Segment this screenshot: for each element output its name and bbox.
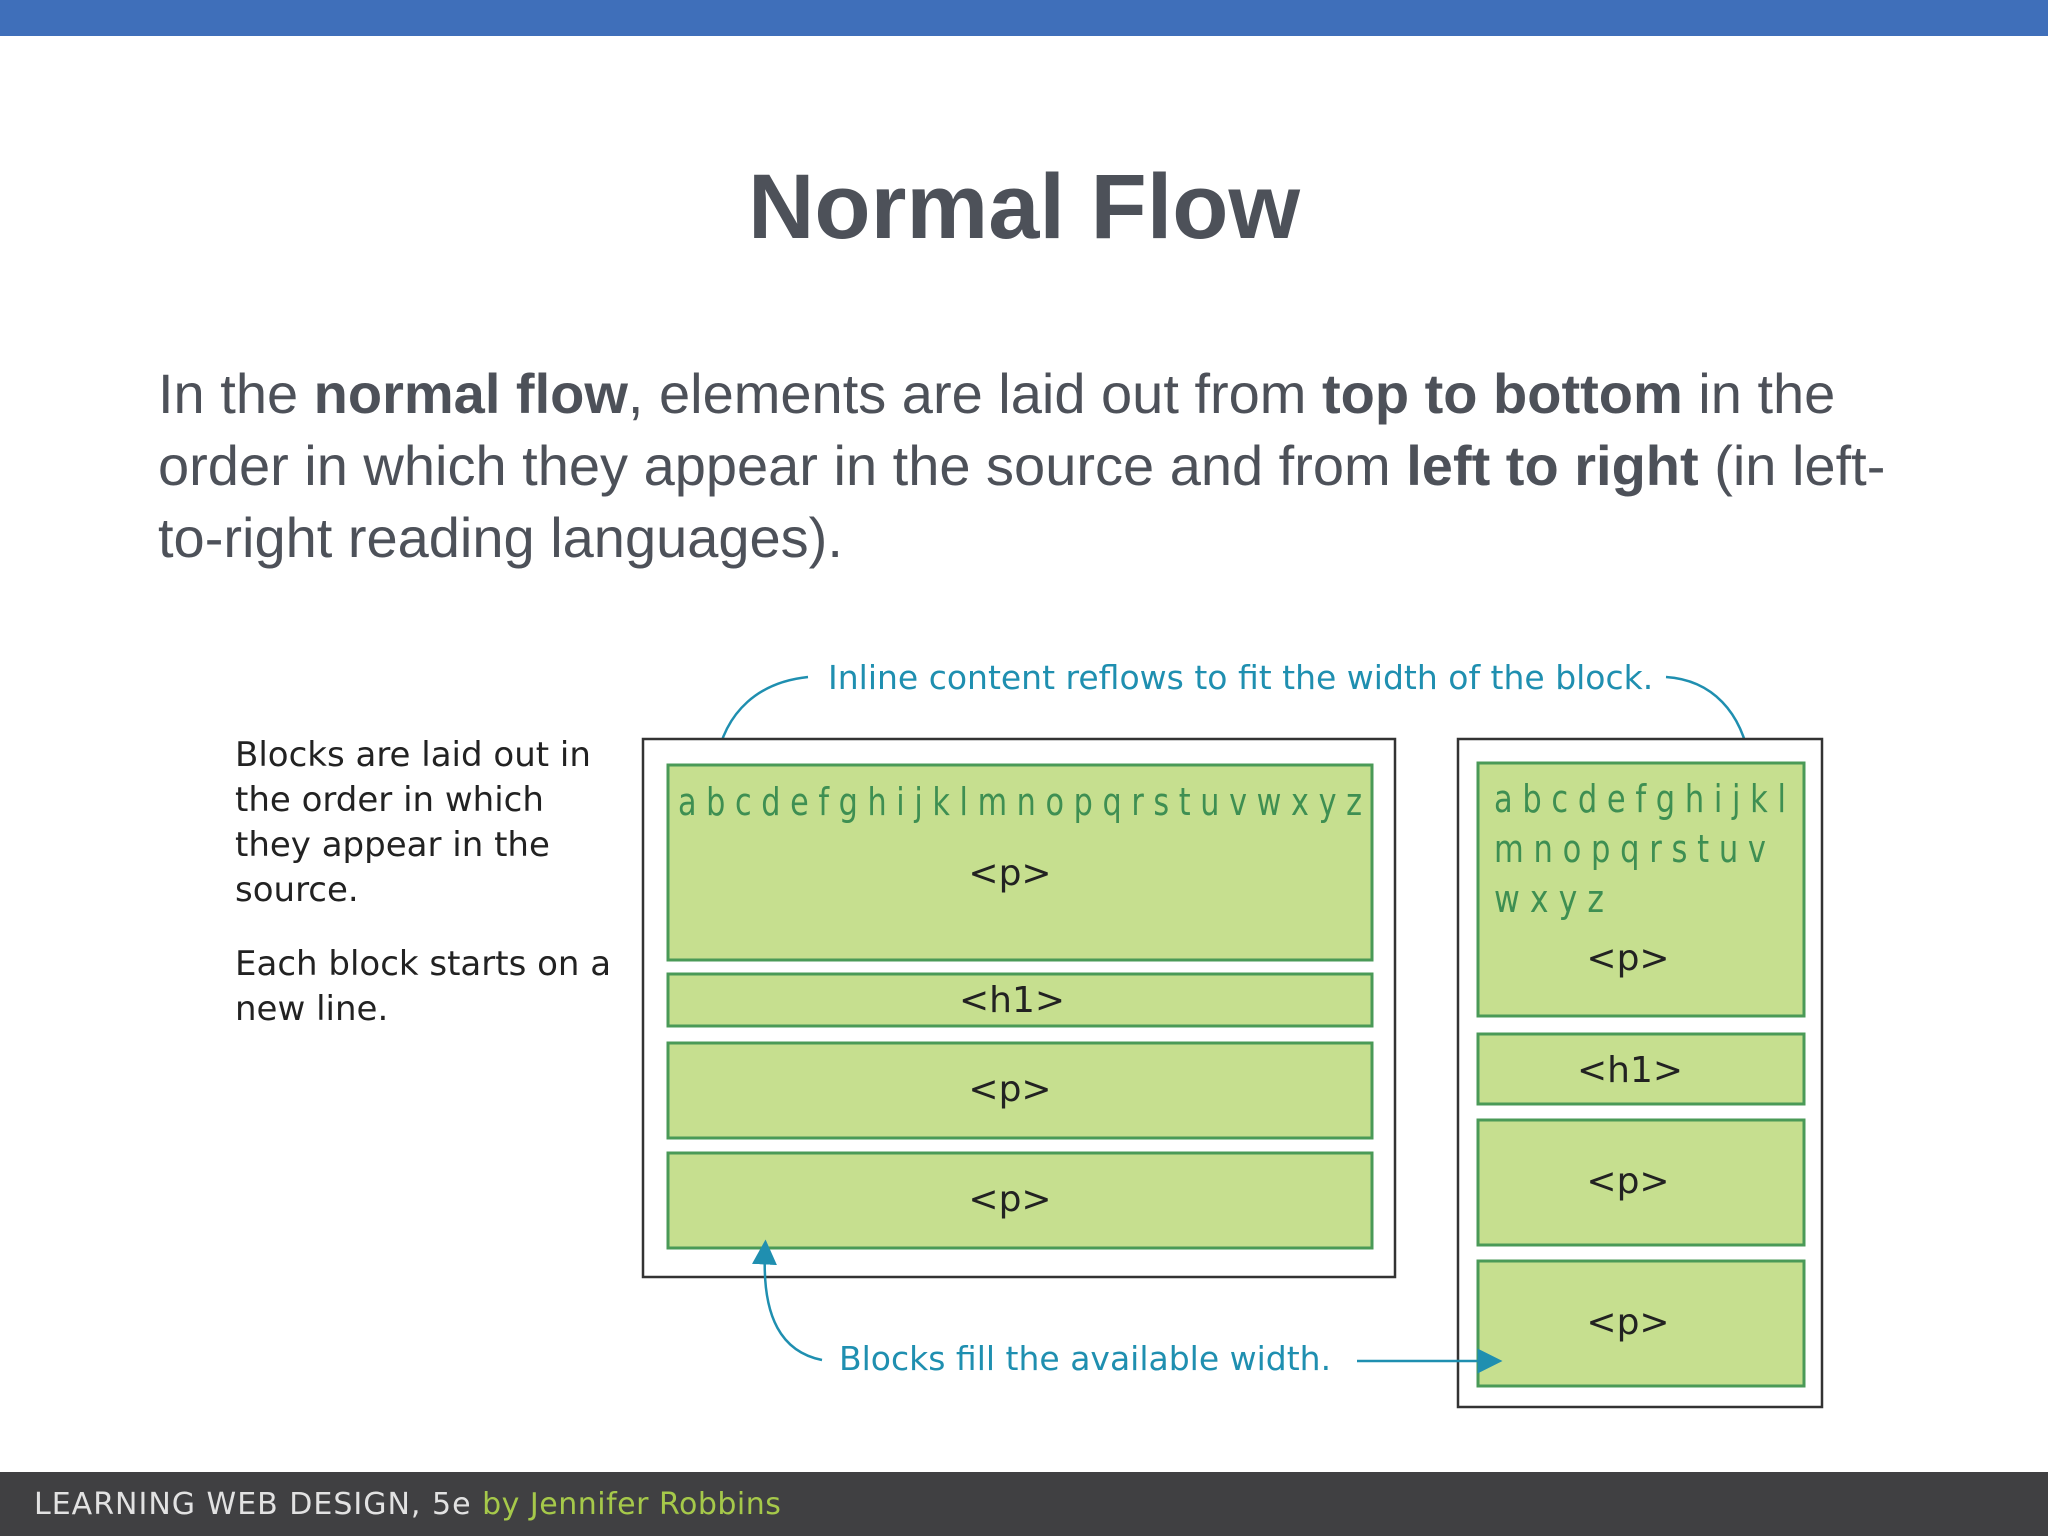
top-accent-bar (0, 0, 2048, 36)
callout-bottom: Blocks fill the available width. (839, 1339, 1331, 1378)
narrow-p-label-1: <p> (1586, 938, 1669, 979)
narrow-alphabet-line-2: m n o p q r s t u v (1494, 827, 1766, 871)
narrow-p-block-3 (1476, 1259, 1806, 1388)
wide-h1-label: <h1> (959, 980, 1065, 1021)
narrow-alphabet-line-1: a b c d e f g h i j k l (1494, 777, 1786, 821)
footer-credit: LEARNING WEB DESIGN, 5e by Jennifer Robb… (34, 1487, 781, 1522)
side-note-line-6: new line. (235, 989, 388, 1029)
footer-bar (0, 1472, 2048, 1536)
intro-paragraph: In the normal flow, elements are laid ou… (158, 358, 1918, 574)
intro-text-4: (in left-to-right reading languages). (158, 434, 1886, 569)
narrow-p-block-1 (1476, 761, 1806, 1018)
wide-p-label-3: <p> (968, 1179, 1051, 1220)
wide-alphabet: a b c d e f g h i j k l m n o p q r s t … (678, 780, 1362, 824)
wide-p-block-1 (666, 763, 1374, 962)
slide-title: Normal Flow (747, 156, 1301, 258)
callout-bottom-left-arrow (751, 1239, 823, 1362)
narrow-h1-block (1476, 1032, 1806, 1106)
narrow-p-label-3: <p> (1586, 1302, 1669, 1343)
side-note-line-2: the order in which (235, 780, 544, 820)
side-note-line-5: Each block starts on a (235, 944, 611, 984)
narrow-p-block-2 (1476, 1118, 1806, 1247)
wide-p-block-2 (666, 1041, 1374, 1140)
narrow-h1-label: <h1> (1577, 1050, 1683, 1091)
wide-p-block-3 (666, 1151, 1374, 1250)
intro-text-1: In the (158, 362, 314, 425)
narrow-p-label-2: <p> (1586, 1161, 1669, 1202)
footer-author: by Jennifer Robbins (482, 1487, 782, 1522)
side-note-line-4: source. (235, 870, 359, 910)
intro-bold-left-to-right: left to right (1406, 434, 1699, 497)
footer-book-title: LEARNING WEB DESIGN, 5e (34, 1487, 472, 1522)
wide-p-label-2: <p> (968, 1069, 1051, 1110)
narrow-alphabet-line-3: w x y z (1494, 877, 1604, 921)
intro-bold-top-to-bottom: top to bottom (1322, 362, 1683, 425)
wide-h1-block (666, 972, 1374, 1028)
intro-text-2: , elements are laid out from (627, 362, 1322, 425)
side-note-line-1: Blocks are laid out in (235, 735, 591, 775)
intro-text-3: in the order in which they appear in the… (158, 362, 1836, 497)
side-note-line-3: they appear in the (235, 825, 550, 865)
wide-p-label-1: <p> (968, 853, 1051, 894)
callout-top: Inline content reflows to fit the width … (828, 658, 1653, 697)
intro-bold-normal-flow: normal flow (313, 362, 628, 425)
